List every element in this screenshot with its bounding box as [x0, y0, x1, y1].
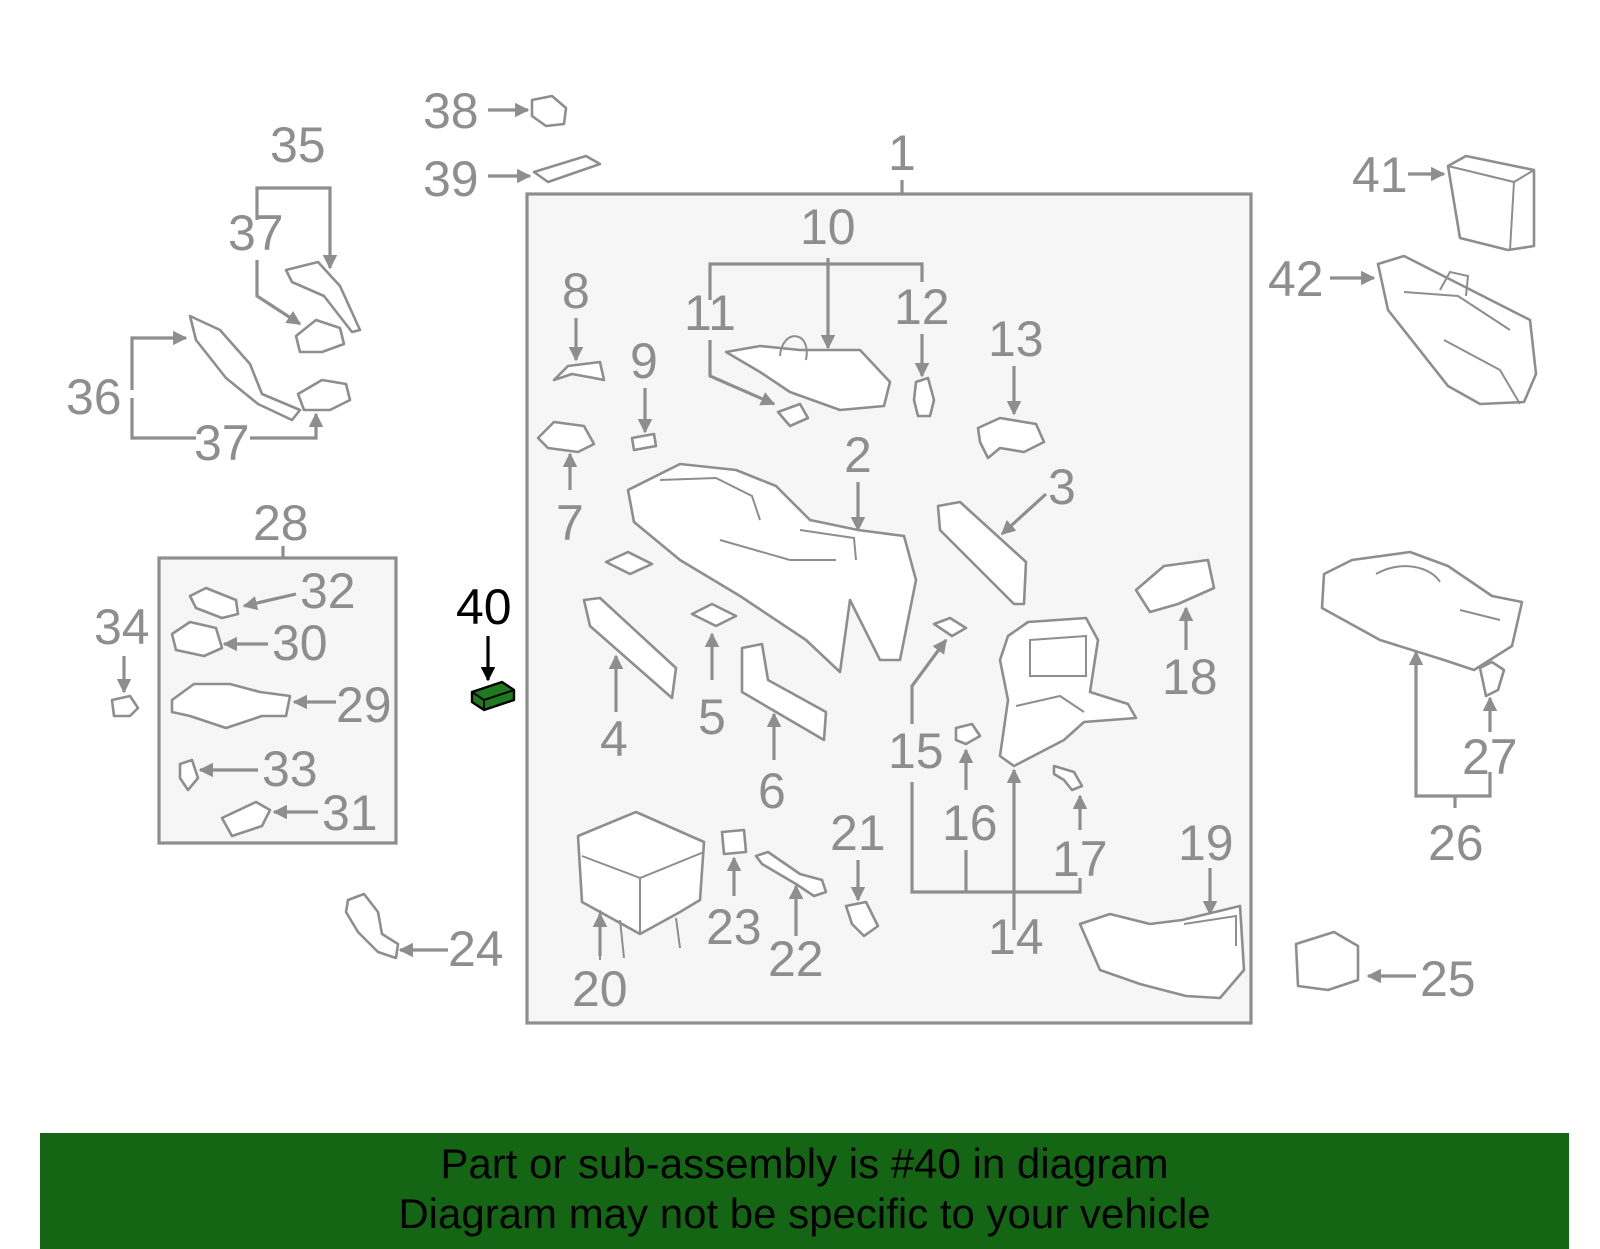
callout-39[interactable]: 39 — [423, 151, 479, 207]
callout-28[interactable]: 28 — [253, 495, 309, 551]
part-4-panel — [582, 596, 678, 700]
callout-6[interactable]: 6 — [758, 763, 786, 819]
part-10-lid — [724, 344, 892, 412]
part-34-cap — [110, 694, 140, 718]
part-39-pad — [532, 154, 602, 184]
callout-23[interactable]: 23 — [706, 899, 762, 955]
part-38-clip — [530, 94, 568, 128]
part-26-cupholder — [1320, 550, 1524, 672]
info-banner: Part or sub-assembly is #40 in diagram D… — [40, 1133, 1569, 1249]
callout-34[interactable]: 34 — [94, 599, 150, 655]
callout-8[interactable]: 8 — [562, 263, 590, 319]
part-33-clip — [178, 758, 200, 792]
part-29-bezel — [170, 682, 292, 730]
callout-30[interactable]: 30 — [272, 615, 328, 671]
callout-36[interactable]: 36 — [66, 369, 122, 425]
part-19-duct — [1078, 904, 1246, 1000]
part-37-upper — [294, 318, 346, 354]
part-21-switch — [844, 900, 880, 938]
callout-35[interactable]: 35 — [270, 117, 326, 173]
callout-37b[interactable]: 37 — [194, 415, 250, 471]
callout-5[interactable]: 5 — [698, 689, 726, 745]
part-9-pad — [630, 432, 658, 452]
callout-38[interactable]: 38 — [423, 83, 479, 139]
callout-13[interactable]: 13 — [988, 311, 1044, 367]
part-36-trim-panel — [188, 314, 302, 422]
part-5b-pad — [604, 550, 654, 576]
callout-19[interactable]: 19 — [1178, 815, 1234, 871]
callout-12[interactable]: 12 — [894, 279, 950, 335]
part-24-bracket — [344, 892, 400, 960]
callout-32[interactable]: 32 — [300, 563, 356, 619]
part-17-screw — [1052, 764, 1084, 792]
callout-33[interactable]: 33 — [262, 741, 318, 797]
callout-37a[interactable]: 37 — [228, 205, 284, 261]
callout-41[interactable]: 41 — [1352, 147, 1408, 203]
part-37-lower — [296, 378, 352, 412]
callout-27[interactable]: 27 — [1462, 729, 1518, 785]
part-7-connector — [536, 420, 596, 454]
callout-3[interactable]: 3 — [1048, 459, 1076, 515]
part-42-shift-bezel — [1376, 254, 1538, 406]
callout-2[interactable]: 2 — [844, 427, 872, 483]
callout-29[interactable]: 29 — [336, 677, 392, 733]
callout-10[interactable]: 10 — [800, 199, 856, 255]
callout-22[interactable]: 22 — [768, 931, 824, 987]
callout-40[interactable]: 40 — [456, 579, 512, 635]
part-13-bracket — [976, 416, 1046, 460]
callout-26[interactable]: 26 — [1428, 815, 1484, 871]
callout-21[interactable]: 21 — [830, 805, 886, 861]
part-27-clip — [1478, 660, 1506, 698]
banner-line-2: Diagram may not be specific to your vehi… — [398, 1190, 1211, 1237]
part-32-switch — [188, 586, 240, 620]
part-31-cover — [220, 800, 272, 838]
callout-4[interactable]: 4 — [600, 711, 628, 767]
part-8-wire — [552, 360, 606, 382]
callout-17[interactable]: 17 — [1052, 831, 1108, 887]
callout-42[interactable]: 42 — [1268, 251, 1324, 307]
callout-20[interactable]: 20 — [572, 961, 628, 1017]
part-14-rear-panel — [998, 616, 1138, 768]
part-23-pad — [720, 828, 748, 856]
banner-line-1: Part or sub-assembly is #40 in diagram — [440, 1140, 1169, 1187]
callout-14[interactable]: 14 — [988, 909, 1044, 965]
callout-31[interactable]: 31 — [322, 785, 378, 841]
part-30-switch — [170, 620, 224, 658]
callout-11[interactable]: 11 — [684, 285, 736, 341]
callout-16[interactable]: 16 — [942, 795, 998, 851]
part-6-strip — [740, 642, 828, 742]
part-41-cup — [1446, 154, 1536, 252]
part-2-console-body — [626, 462, 918, 674]
parts-diagram: 1 28 38 39 35 37 36 37 41 42 8 7 9 10 11… — [66, 83, 1538, 1025]
part-5-pad — [690, 602, 738, 628]
part-40-highlighted[interactable] — [470, 680, 516, 712]
part-22-harness — [754, 850, 828, 898]
part-20-storage-box — [576, 810, 706, 936]
callout-9[interactable]: 9 — [630, 333, 658, 389]
part-15-clip — [932, 616, 968, 638]
callout-25[interactable]: 25 — [1420, 951, 1476, 1007]
callout-1[interactable]: 1 — [888, 125, 916, 181]
part-16-cap — [954, 722, 982, 746]
callout-24[interactable]: 24 — [448, 921, 504, 977]
callout-15[interactable]: 15 — [888, 723, 944, 779]
part-3-side-panel — [936, 500, 1028, 606]
part-25-bracket — [1294, 930, 1360, 992]
part-35-bracket — [284, 260, 362, 334]
callout-7[interactable]: 7 — [556, 495, 584, 551]
part-18-vent — [1134, 558, 1216, 614]
callout-18[interactable]: 18 — [1162, 649, 1218, 705]
part-12-bolt — [912, 376, 936, 418]
part-11-hinge — [776, 402, 810, 428]
